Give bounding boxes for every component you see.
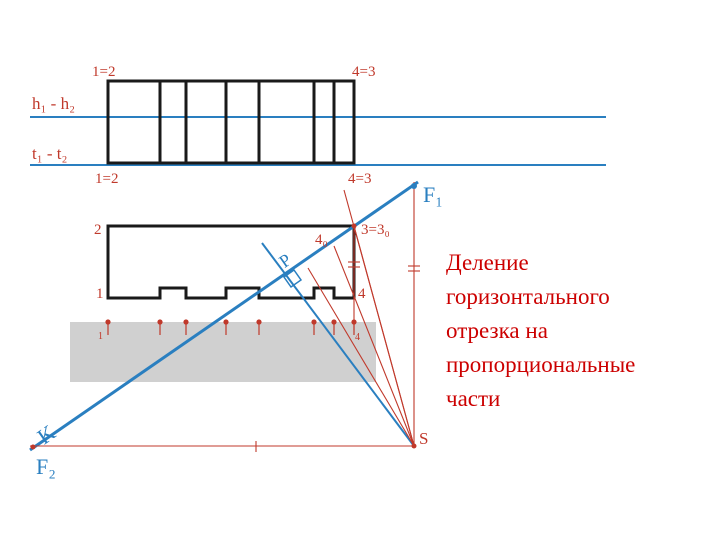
label-top-left: 1=2 [92, 64, 115, 80]
ground-plane [70, 322, 376, 382]
label-top-right: 4=3 [352, 64, 375, 80]
label-s: S [419, 429, 428, 448]
label-pt330: 3=3₀ [361, 222, 390, 238]
label-mid-right: 4=3 [348, 171, 371, 187]
label-h-line: h₁ - h₂ [32, 94, 75, 113]
diagonal-line-k [29, 180, 419, 452]
caption-line-2: горизонтального [446, 284, 610, 309]
caption: Деление горизонтального отрезка на пропо… [446, 246, 716, 416]
label-pt4-small: 4 [355, 332, 360, 343]
label-pt1-small: 1 [98, 331, 103, 342]
label-f2: F₂ [36, 454, 56, 479]
caption-line-5: части [446, 386, 501, 411]
caption-line-4: пропорциональные [446, 352, 636, 377]
label-f1: F₁ [423, 182, 443, 207]
front-dividers [158, 81, 336, 163]
label-t-line: t₁ - t₂ [32, 144, 67, 163]
line-p-s [261, 242, 415, 447]
caption-line-3: отрезка на [446, 318, 548, 343]
label-pt2: 2 [94, 222, 102, 238]
label-mid-left: 1=2 [95, 171, 118, 187]
construction-lines [30, 182, 420, 452]
construction-points [30, 183, 417, 450]
label-pt4: 4 [358, 286, 366, 302]
front-rectangle [106, 79, 356, 165]
caption-line-1: Деление [446, 250, 529, 275]
label-pt40: 4₀ [315, 232, 328, 248]
label-pt1: 1 [96, 286, 104, 302]
right-angle-marker [282, 268, 303, 289]
plan-profile [106, 224, 356, 300]
